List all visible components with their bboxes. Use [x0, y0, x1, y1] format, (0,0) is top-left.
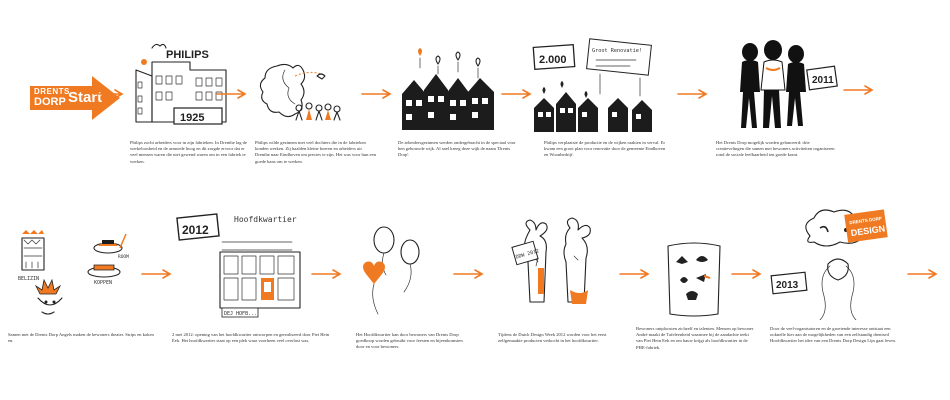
year-2012-label: 2012: [182, 223, 209, 237]
angels-label-2: KOPPEN: [94, 280, 112, 286]
year-2011-label: 2011: [812, 75, 834, 86]
caption-houses: De arbeidersgezinnen werden ondergebrach…: [398, 140, 516, 158]
hq-title-label: Hoofdkwartier: [234, 215, 297, 224]
flow-arrow-7: [141, 269, 172, 279]
renovation-illustration: 2.000 Groot Renovatie!: [528, 38, 658, 134]
caption-future: Door de veel-organisatoren en de groeien…: [770, 326, 896, 344]
start-dorp-label: DORP: [34, 96, 66, 108]
caption-map: Philips wilde gezinnen met veel dochters…: [255, 140, 376, 164]
future-sign-label-2: DESIGN: [850, 223, 886, 238]
ddw-dogs-illustration: DDW 2012: [500, 216, 615, 322]
start-drents-label: DRENTS: [34, 87, 70, 96]
future-design-illustration: DRENTS DORP DESIGN 2013: [766, 208, 896, 321]
hoofdkwartier-illustration: 2012 Hoofdkwartier DEJ HOFB...: [172, 206, 307, 321]
flow-arrow-3: [361, 89, 392, 99]
theater-cooking-illustration: BELIZIN KOPPEN ROOM: [8, 228, 138, 328]
caption-closure: Philips verplaatste de productie en de w…: [544, 140, 666, 158]
angels-label-1: BELIZIN: [18, 276, 39, 282]
caption-angels: Samen met de Drents Dorp Angels maken de…: [8, 332, 154, 344]
flow-arrow-12: [907, 269, 938, 279]
angels-label-3: ROOM: [118, 254, 129, 260]
caption-hq: 2 mei 2012: opening van het hoofdkwartie…: [172, 332, 330, 344]
philips-factory-illustration: PHILIPS 1925: [130, 42, 230, 132]
caption-poster: Bewoners ontploosten zichzelf en talente…: [636, 326, 754, 350]
hq-street-label: DEJ HOFB...: [224, 311, 257, 317]
count-sign-label: 2.000: [539, 54, 567, 66]
flow-arrow-10: [619, 269, 650, 279]
drents-dorp-houses-illustration: [398, 44, 498, 134]
renovation-sign-label: Groot Renovatie!: [592, 48, 642, 54]
flow-arrow-2: [216, 89, 247, 99]
year-2013-label: 2013: [776, 280, 799, 291]
flow-arrow-1: [93, 89, 124, 99]
flow-arrow-11: [731, 269, 762, 279]
three-women-illustration: 2011: [728, 38, 843, 134]
philips-sign-label: PHILIPS: [166, 49, 209, 61]
flow-arrow-8: [311, 269, 342, 279]
start-arrow-icon: [30, 76, 120, 120]
start-label: Start: [68, 89, 103, 106]
future-sign-label-1: DRENTS DORP: [849, 216, 882, 226]
caption-balloons: Het Hoofdkwartier kan door bewoners van …: [356, 332, 463, 350]
balloons-illustration: [352, 222, 432, 322]
start-arrow-banner: DRENTS DORP Start: [30, 76, 120, 120]
caption-women: Het Drents Dorp mogelijk worden gelancee…: [716, 140, 835, 158]
flow-arrow-5: [677, 89, 708, 99]
caption-philips: Philips zocht arbeiders voor in zijn fab…: [130, 140, 247, 164]
caption-dogs: Tijdens de Dutch Design Week 2012 worden…: [498, 332, 607, 344]
flow-arrow-4: [501, 89, 532, 99]
netherlands-map-illustration: [255, 58, 350, 128]
designs-poster-illustration: [664, 240, 724, 320]
flow-arrow-9: [453, 269, 484, 279]
philips-year-label: 1925: [180, 112, 204, 124]
flow-arrow-6: [843, 85, 874, 95]
